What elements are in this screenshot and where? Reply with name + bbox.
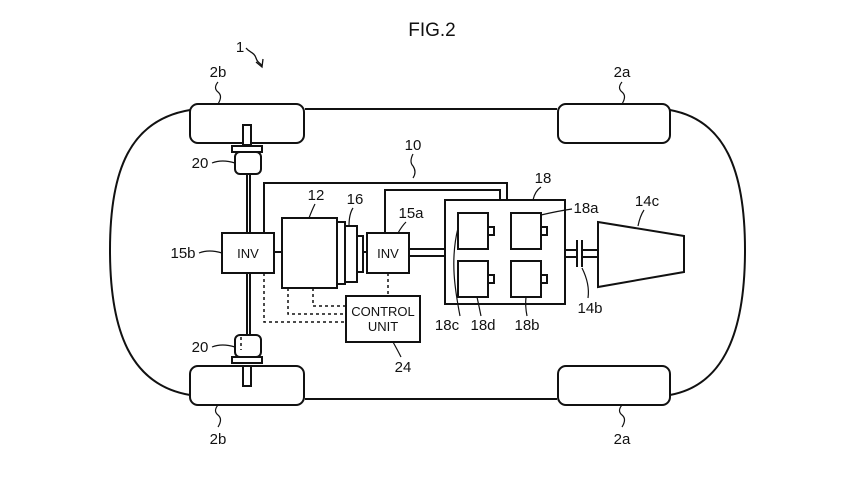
wheel-rear-top — [557, 103, 671, 144]
label-2a-top: 2a — [614, 64, 631, 81]
output-shaft — [565, 249, 598, 258]
label-24-leader — [392, 341, 402, 358]
label-14c-leader — [637, 209, 645, 227]
label-18a: 18a — [573, 200, 599, 217]
label-16-leader — [348, 207, 354, 227]
vehicle-leader — [245, 47, 264, 69]
label-18b-leader — [525, 296, 528, 317]
drive-unit-lines — [263, 182, 508, 233]
vehicle-label: 1 — [236, 39, 244, 56]
inverter-left-text: INV — [237, 246, 259, 261]
wheels — [189, 103, 671, 406]
label-15a-leader — [397, 221, 407, 234]
control-unit-line2: UNIT — [368, 319, 398, 334]
cell-18d-term — [487, 274, 495, 284]
hub-units — [231, 145, 263, 364]
label-2b-bottom: 2b — [210, 431, 227, 448]
label-10-leader — [410, 153, 416, 179]
cell-18a-term — [540, 226, 548, 236]
label-20-top: 20 — [192, 155, 209, 172]
wheel-leaders — [214, 81, 626, 428]
label-18-leader — [532, 186, 542, 201]
wheel-rear-bottom — [557, 365, 671, 406]
cell-18a — [510, 212, 542, 250]
control-unit-line1: CONTROL — [351, 304, 415, 319]
label-18c-leader — [453, 227, 461, 317]
inverter-battery-lines — [409, 248, 445, 257]
label-10: 10 — [405, 137, 422, 154]
cell-18d — [457, 260, 489, 298]
inverter-right-box — [366, 232, 410, 274]
battery-cells — [457, 212, 548, 298]
hub-leaders — [211, 160, 236, 348]
cell-18b — [510, 260, 542, 298]
engine-body — [597, 220, 685, 289]
control-unit-box — [345, 295, 421, 343]
clutch — [576, 240, 583, 267]
label-18a-leader — [540, 208, 573, 216]
label-15b: 15b — [170, 245, 195, 262]
cell-18b-term — [540, 274, 548, 284]
label-15b-leader — [198, 250, 223, 254]
label-12-leader — [308, 203, 316, 219]
control-signal-lines — [240, 273, 389, 350]
label-20-bottom: 20 — [192, 339, 209, 356]
cell-18c-term — [487, 226, 495, 236]
motor-flange — [336, 221, 346, 285]
label-14b: 14b — [577, 300, 602, 317]
figure-title: FIG.2 — [408, 20, 456, 41]
label-24: 24 — [395, 359, 412, 376]
cell-18c — [457, 212, 489, 250]
label-18c: 18c — [435, 317, 460, 334]
car-body-outline — [108, 108, 747, 400]
label-15a: 15a — [398, 205, 424, 222]
inverter-right-text: INV — [377, 246, 399, 261]
label-18: 18 — [535, 170, 552, 187]
label-2a-bottom: 2a — [614, 431, 631, 448]
reducer-body — [344, 225, 358, 283]
reducer-plate — [356, 235, 364, 273]
label-14b-leader — [581, 267, 589, 299]
label-16: 16 — [347, 191, 364, 208]
label-18d-leader — [476, 296, 482, 317]
label-18d: 18d — [470, 317, 495, 334]
label-2b-top: 2b — [210, 64, 227, 81]
label-12: 12 — [308, 187, 325, 204]
label-14c: 14c — [635, 193, 660, 210]
label-18b: 18b — [514, 317, 539, 334]
motor-body — [281, 217, 338, 289]
